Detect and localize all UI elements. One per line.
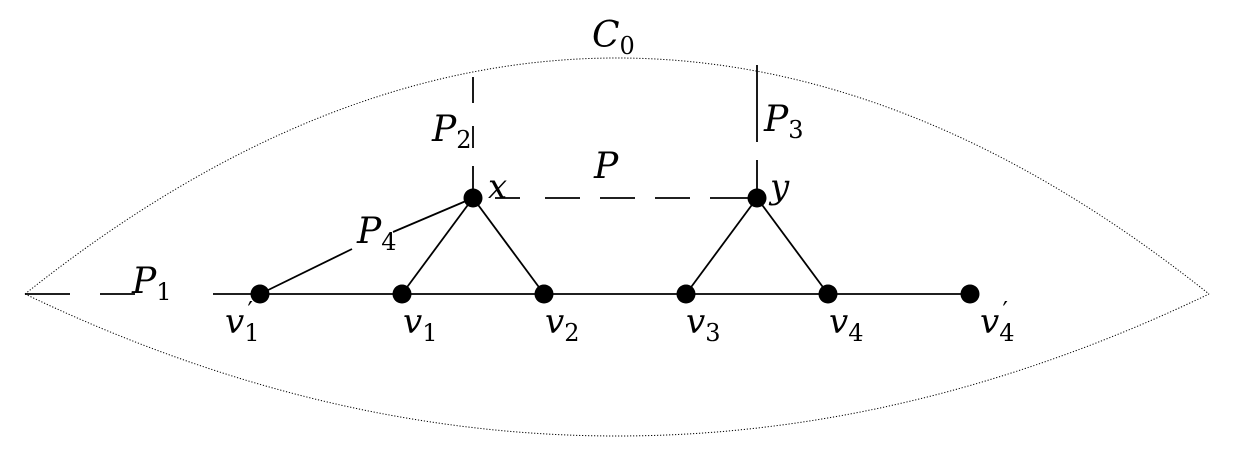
path-p4-segment-2 [392,197,474,233]
label-p2: P2 [431,109,472,154]
label-p1: P1 [131,261,172,306]
edge-x-v2 [472,197,545,295]
label-p4: P4 [356,211,397,256]
vertex-y [747,188,767,208]
vertex-v1 [392,284,412,304]
edge-y-v4 [756,197,829,295]
vertex-v3 [676,284,696,304]
label-p3: P3 [763,99,804,144]
label-v4: v4 [829,302,864,347]
vertex-v2 [534,284,554,304]
edge-x-v1 [401,197,474,295]
label-x: x [488,167,507,207]
vertex-v4-prime [960,284,980,304]
label-v2: v2 [545,302,580,347]
label-c0: C0 [592,15,635,60]
label-p: P [593,146,619,187]
label-y: y [768,167,790,207]
vertex-x [463,188,483,208]
edge-y-v3 [685,197,758,295]
label-v1: v1 [403,302,438,347]
curve-c0-lower [24,293,1210,437]
vertex-v1-prime [250,284,270,304]
curve-c0-upper [24,57,1210,295]
label-v4-prime: v4′ [980,297,1015,347]
label-v1-prime: v1′ [225,297,260,347]
path-p4-segment-1 [259,248,353,295]
vertex-v4 [818,284,838,304]
label-v3: v3 [686,302,721,347]
